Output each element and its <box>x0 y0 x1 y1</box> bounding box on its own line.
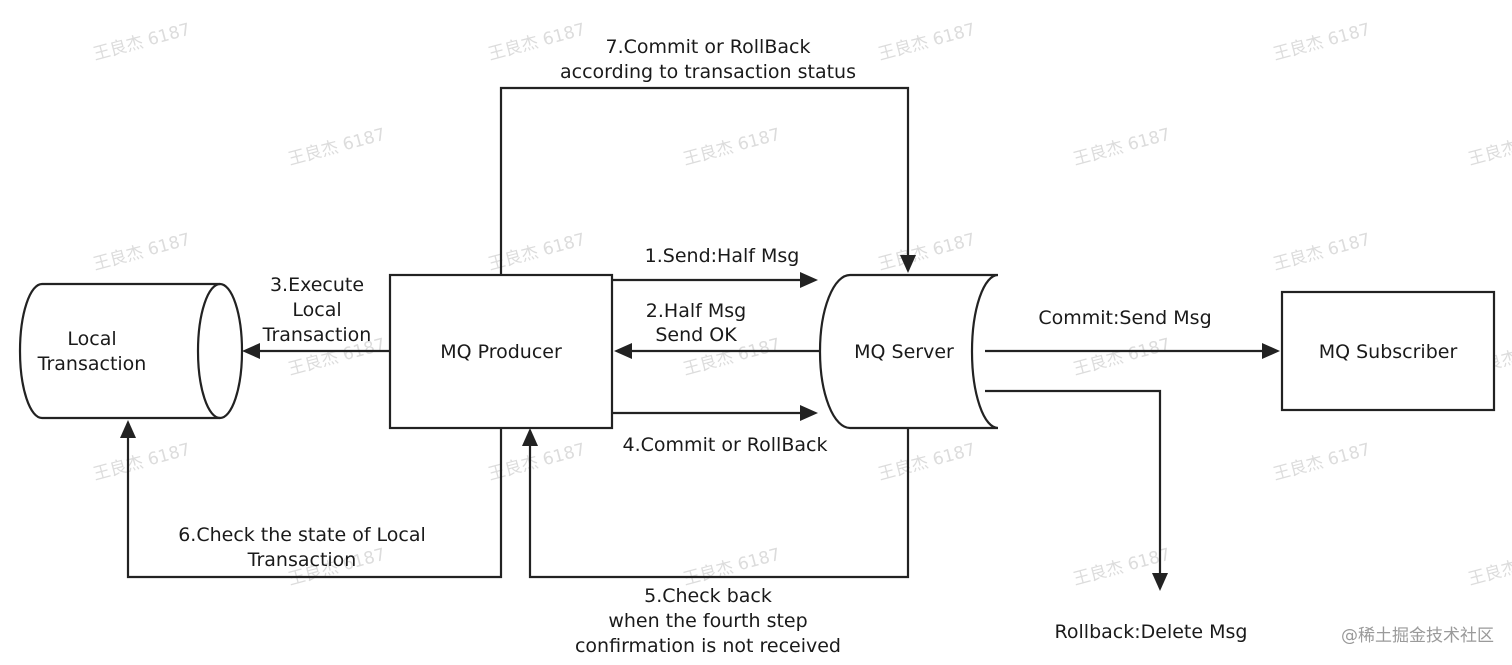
mq-producer-label: MQ Producer <box>440 341 562 363</box>
check-state-label-line-2: Transaction <box>247 549 357 571</box>
edge-commit-by-status <box>499 86 916 275</box>
edge-commit-send <box>985 343 1280 359</box>
local-transaction-label-line-2: Transaction <box>37 353 147 375</box>
mq-subscriber-node <box>1280 290 1496 412</box>
local-transaction-node <box>18 282 244 420</box>
watermark-text: 王良杰 6187 <box>91 20 192 65</box>
mq-server-label: MQ Server <box>854 341 954 363</box>
watermark-text: 王良杰 6187 <box>91 440 192 485</box>
rollback-delete-label: Rollback:Delete Msg <box>1055 621 1248 643</box>
edge-rollback-delete <box>985 389 1168 591</box>
mq-producer-node <box>388 273 614 430</box>
commit-rollback-label: 4.Commit or RollBack <box>623 434 828 456</box>
watermark-text: 王良杰 6187 <box>1466 125 1512 170</box>
watermark-text: 王良杰 6187 <box>1071 335 1172 380</box>
edge-half-ok <box>614 343 820 359</box>
watermark-text: 王良杰 6187 <box>876 440 977 485</box>
watermark-text: 王良杰 6187 <box>876 20 977 65</box>
half-ok-label-line-2: Send OK <box>655 324 737 346</box>
watermark-text: 王良杰 6187 <box>286 125 387 170</box>
edge-commit-rollback <box>612 405 818 421</box>
commit-by-status-label-line-1: 7.Commit or RollBack <box>606 36 811 58</box>
mq-subscriber-label: MQ Subscriber <box>1319 341 1458 363</box>
check-back-label-line-2: when the fourth step <box>608 610 807 632</box>
execute-local-label-line-1: 3.Execute <box>270 274 364 296</box>
watermark-text: 王良杰 6187 <box>1271 440 1372 485</box>
watermark-text: 王良杰 6187 <box>1466 545 1512 590</box>
local-transaction-label-line-1: Local <box>67 328 116 350</box>
half-ok-label-line-1: 2.Half Msg <box>646 300 746 322</box>
watermark-text: 王良杰 6187 <box>681 125 782 170</box>
source-tag: @稀土掘金技术社区 <box>1341 626 1494 646</box>
check-back-label-line-1: 5.Check back <box>644 585 772 607</box>
send-half-label: 1.Send:Half Msg <box>645 245 800 267</box>
watermark-text: 王良杰 6187 <box>486 20 587 65</box>
edge-check-state <box>120 420 503 579</box>
watermark-text: 王良杰 6187 <box>681 545 782 590</box>
watermark-text: 王良杰 6187 <box>1071 125 1172 170</box>
edge-check-back <box>522 428 910 579</box>
commit-send-label: Commit:Send Msg <box>1038 307 1211 329</box>
watermark-text: 王良杰 6187 <box>91 230 192 275</box>
edge-execute-local <box>242 343 390 359</box>
execute-local-label-line-3: Transaction <box>262 324 372 346</box>
execute-local-label-line-2: Local <box>292 299 341 321</box>
commit-by-status-label-line-2: according to transaction status <box>560 61 856 83</box>
check-back-label-line-3: confirmation is not received <box>575 635 841 657</box>
edge-send-half <box>612 272 818 288</box>
watermark-text: 王良杰 6187 <box>876 230 977 275</box>
mq-server-node <box>818 273 999 430</box>
watermark-text: 王良杰 6187 <box>1271 20 1372 65</box>
check-state-label-line-1: 6.Check the state of Local <box>178 524 426 546</box>
watermark-text: 王良杰 6187 <box>1271 230 1372 275</box>
